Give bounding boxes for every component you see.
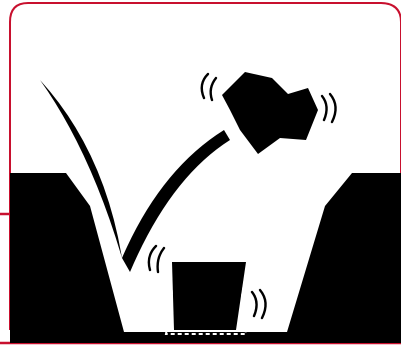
pile-block-icon — [172, 262, 246, 330]
swing-trajectory-arc-icon — [122, 130, 230, 272]
pile-vibration-left-icon — [149, 246, 164, 272]
pile-vibration-right-icon — [252, 290, 266, 318]
rock-fragment-icon — [222, 72, 318, 154]
rock-vibration-left-icon — [202, 74, 216, 100]
rock-vibration-right-icon — [322, 94, 336, 122]
